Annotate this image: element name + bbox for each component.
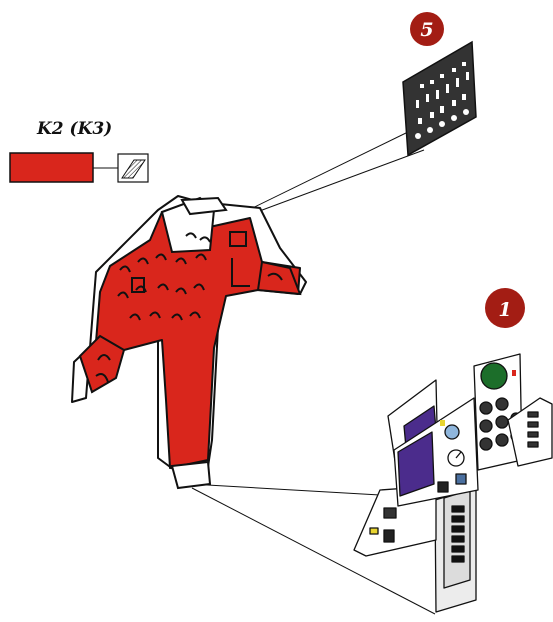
leader-line-placard-lower (229, 149, 425, 223)
callout-badge-1: 1 (485, 288, 525, 328)
leader-line-console-upper (189, 483, 399, 497)
callout-number-1: 1 (498, 299, 511, 321)
paint-swatch (9, 152, 94, 183)
leader-lines (189, 131, 436, 615)
callout-number-5: 5 (420, 19, 433, 41)
cutout-marks (95, 231, 283, 383)
instrument-placard (402, 40, 477, 157)
right-panel-switches (527, 411, 539, 448)
callout-badge-5: 5 (410, 12, 444, 46)
red-console-part (71, 195, 307, 490)
placard-markings (415, 62, 469, 139)
hatched-detail-icon (117, 153, 149, 183)
stem-switches (451, 505, 465, 563)
paint-code-label: K2 (K3) (36, 119, 112, 139)
finished-console (353, 353, 553, 613)
leader-line-placard (231, 131, 409, 219)
leader-line-console (191, 487, 436, 615)
